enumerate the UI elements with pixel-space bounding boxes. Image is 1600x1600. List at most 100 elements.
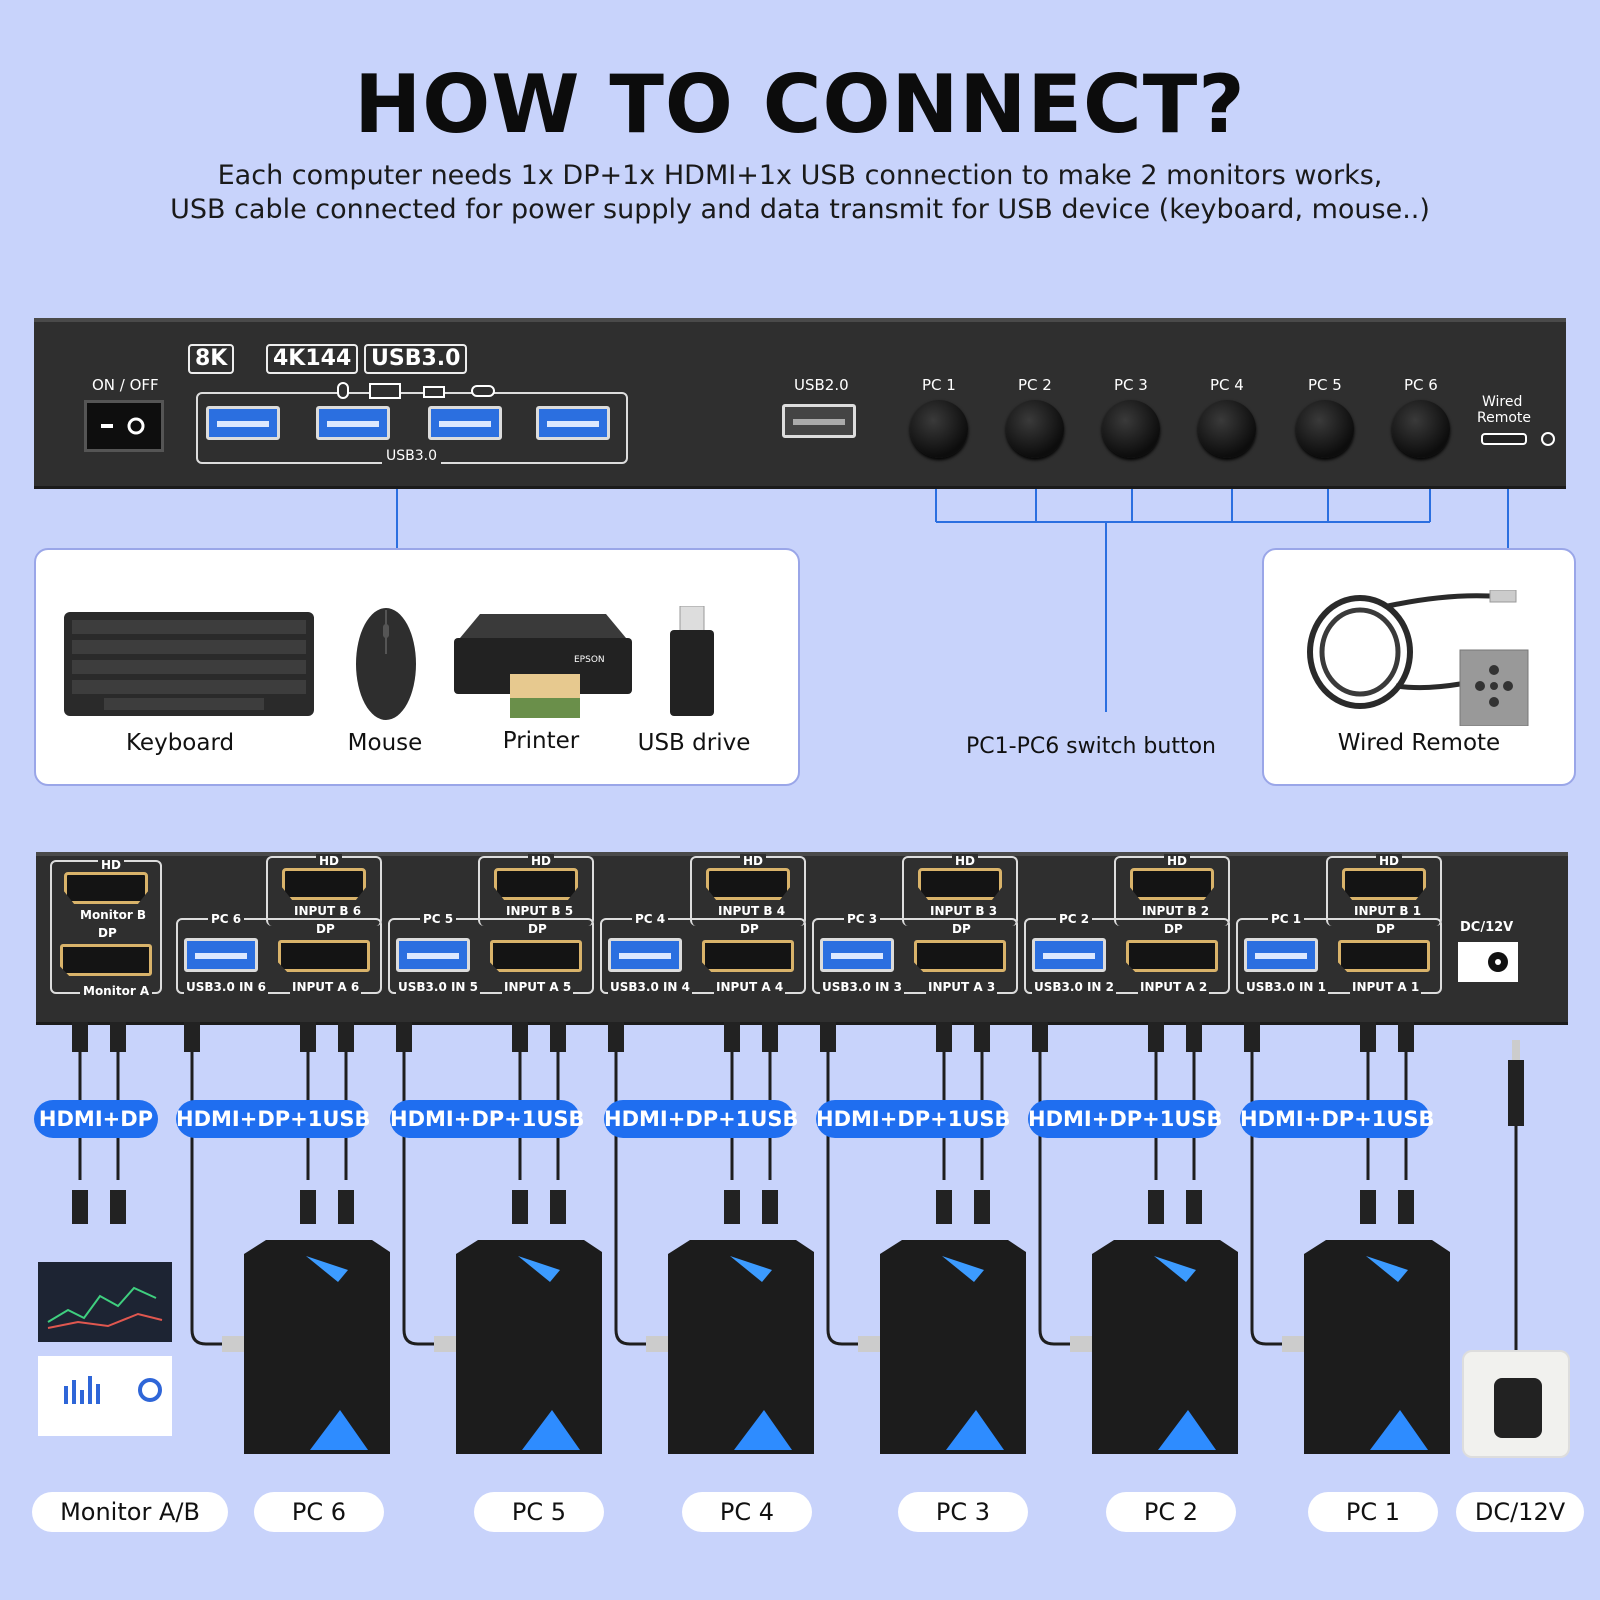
cable-pill-pc2: HDMI+DP+1USB	[1028, 1100, 1223, 1138]
pc-button-label-6: PC 6	[1404, 376, 1438, 394]
pc-6-hdmi-label: INPUT B 6	[294, 904, 362, 918]
monitor-b-hdmi-port[interactable]	[64, 872, 148, 904]
wired-remote-label-2: Remote	[1477, 410, 1532, 426]
pc-4-switch-button[interactable]	[1198, 400, 1256, 458]
pc-2-usb-label: USB3.0 IN 2	[1032, 980, 1117, 994]
pc-6-usb-port[interactable]	[184, 938, 258, 972]
usb-drive-icon	[670, 606, 714, 716]
pc-6-switch-button[interactable]	[1392, 400, 1450, 458]
pc-3-tower-icon	[880, 1240, 1026, 1454]
monitor-a-dp-port[interactable]	[60, 944, 152, 976]
pc-3-dp-port[interactable]	[914, 940, 1006, 972]
pc-1-usb-port[interactable]	[1244, 938, 1318, 972]
pc-1-dp-port[interactable]	[1338, 940, 1430, 972]
dc-12v-label: DC/12V	[1460, 920, 1514, 935]
usb30-label: USB3.0	[382, 448, 442, 464]
pc-6-dp-port[interactable]	[278, 940, 370, 972]
pc-6-hdmi-port[interactable]	[282, 868, 366, 900]
pc-button-label-1: PC 1	[922, 376, 956, 394]
pc-1-switch-button[interactable]	[910, 400, 968, 458]
pc-5-dp-port[interactable]	[490, 940, 582, 972]
pc-2-switch-button[interactable]	[1006, 400, 1064, 458]
pc-4-dp-label: DP	[740, 922, 759, 936]
usb30-port-2[interactable]	[316, 406, 390, 440]
power-switch[interactable]	[84, 400, 164, 452]
pc-4-dp-port[interactable]	[702, 940, 794, 972]
cable-pill-pc5: HDMI+DP+1USB	[390, 1100, 585, 1138]
pc-3-input-group: PC 3 HD INPUT B 3 DP USB3.0 IN 3 INPUT A…	[812, 854, 1022, 996]
pc-2-dp-port[interactable]	[1126, 940, 1218, 972]
pc-5-hdmi-port[interactable]	[494, 868, 578, 900]
usb30-port-4[interactable]	[536, 406, 610, 440]
remote-port-icon[interactable]	[1480, 430, 1560, 450]
device-icons	[337, 382, 495, 399]
pc-4-dp-in-label: INPUT A 4	[714, 980, 786, 994]
pc-2-dp-label: DP	[1164, 922, 1183, 936]
bottom-label-pc4: PC 4	[682, 1492, 812, 1532]
monitor-b-screen	[38, 1262, 172, 1342]
pc-5-dp-label: DP	[528, 922, 547, 936]
pc-6-tower-icon	[244, 1240, 390, 1454]
device-label-keyboard: Keyboard	[126, 730, 235, 756]
dc-power-port[interactable]	[1458, 942, 1518, 982]
pc-2-hd-label: HD	[1164, 854, 1191, 868]
keyboard-icon	[64, 612, 314, 716]
wired-remote-label: Wired Remote	[1337, 730, 1501, 756]
pc-4-hdmi-label: INPUT B 4	[718, 904, 786, 918]
pc-5-dp-in-label: INPUT A 5	[502, 980, 574, 994]
pc-3-label: PC 3	[844, 912, 881, 926]
front-panel: ON / OFF 8K 4K144 USB3.0 USB3.0 USB2.0 P…	[34, 318, 1566, 486]
dp-label: DP	[98, 926, 117, 940]
usb20-port[interactable]	[782, 404, 856, 438]
device-label-mouse: Mouse	[347, 730, 423, 756]
pc-2-hdmi-label: INPUT B 2	[1142, 904, 1210, 918]
power-switch-icon	[101, 417, 145, 435]
usb30-port-1[interactable]	[206, 406, 280, 440]
pc-3-hdmi-port[interactable]	[918, 868, 1002, 900]
pc-6-dp-in-label: INPUT A 6	[290, 980, 362, 994]
pc-1-dp-label: DP	[1376, 922, 1395, 936]
cable-pill-monitor: HDMI+DP	[34, 1100, 158, 1138]
cable-pill-pc4: HDMI+DP+1USB	[604, 1100, 799, 1138]
pc-5-switch-button[interactable]	[1296, 400, 1354, 458]
pc-4-usb-label: USB3.0 IN 4	[608, 980, 693, 994]
wired-remote-icon	[1307, 590, 1529, 726]
pc-4-label: PC 4	[632, 912, 669, 926]
usb30-port-3[interactable]	[428, 406, 502, 440]
usb20-label: USB2.0	[794, 376, 849, 394]
bottom-label-pc2: PC 2	[1106, 1492, 1236, 1532]
pc-6-usb-label: USB3.0 IN 6	[184, 980, 269, 994]
cable-pill-pc6: HDMI+DP+1USB	[176, 1100, 371, 1138]
pc-4-hdmi-port[interactable]	[706, 868, 790, 900]
printer-icon: EPSON	[454, 614, 632, 718]
bottom-label-pc6: PC 6	[254, 1492, 384, 1532]
page-title: HOW TO CONNECT?	[354, 58, 1246, 151]
mouse-icon	[356, 608, 416, 720]
cable-pill-pc3: HDMI+DP+1USB	[816, 1100, 1011, 1138]
bottom-label-dc: DC/12V	[1456, 1492, 1584, 1532]
bottom-label-monitor: Monitor A/B	[32, 1492, 228, 1532]
pc-4-tower-icon	[668, 1240, 814, 1454]
usb-devices-card: EPSON Keyboard Mouse Printer USB drive	[34, 548, 800, 786]
pc-2-tower-icon	[1092, 1240, 1238, 1454]
pc-4-hd-label: HD	[740, 854, 767, 868]
badge-4k144: 4K144	[266, 344, 359, 374]
pc-3-usb-port[interactable]	[820, 938, 894, 972]
bottom-label-pc1: PC 1	[1308, 1492, 1438, 1532]
pc-5-usb-port[interactable]	[396, 938, 470, 972]
pc-1-dp-in-label: INPUT A 1	[1350, 980, 1422, 994]
pc-1-hdmi-port[interactable]	[1342, 868, 1426, 900]
pc-5-hd-label: HD	[528, 854, 555, 868]
pc-4-usb-port[interactable]	[608, 938, 682, 972]
pc-2-usb-port[interactable]	[1032, 938, 1106, 972]
pc-1-hdmi-label: INPUT B 1	[1354, 904, 1422, 918]
pc-5-label: PC 5	[420, 912, 457, 926]
power-outlet	[1462, 1350, 1570, 1458]
device-label-usb-drive: USB drive	[637, 730, 751, 756]
monitor-a-screen	[38, 1356, 172, 1436]
pc-3-switch-button[interactable]	[1102, 400, 1160, 458]
printer-brand: EPSON	[574, 655, 605, 665]
pc-2-hdmi-port[interactable]	[1130, 868, 1214, 900]
hd-label: HD	[98, 858, 125, 872]
pc-2-label: PC 2	[1056, 912, 1093, 926]
